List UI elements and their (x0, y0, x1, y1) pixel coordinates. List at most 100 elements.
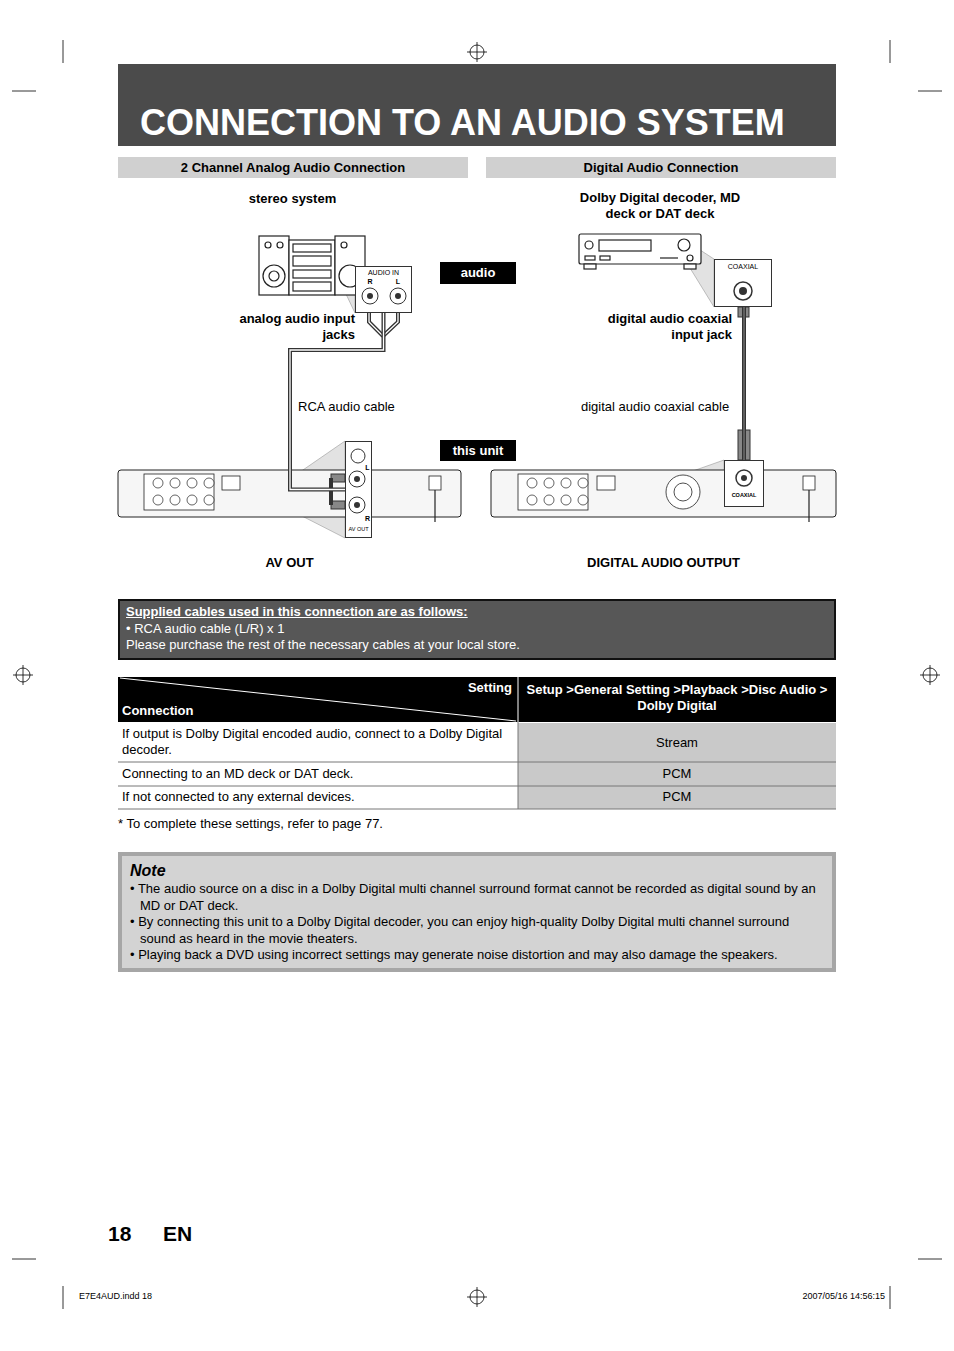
node-label: 2 Channel Analog Audio Connection (118, 160, 468, 176)
rear-panel-jacks (429, 476, 441, 490)
registration-marks (477, 42, 478, 62)
rear-panel-jacks (527, 495, 537, 505)
supplied-cables-box: Supplied cables used in this connection … (118, 599, 836, 660)
coaxial-inset: COAXIAL (724, 460, 764, 507)
jack-drawing (362, 288, 378, 304)
coaxial-inset: COAXIAL (714, 259, 772, 307)
jack-drawing (739, 287, 747, 295)
stereo-system-drawing (293, 270, 331, 278)
section-band: Digital Audio Connection (486, 157, 836, 178)
rear-panel-jacks (204, 478, 214, 488)
node-label: Digital Audio Connection (486, 160, 836, 176)
decoder-drawing (599, 240, 651, 251)
rear-panel-jacks (544, 478, 554, 488)
settings-table (118, 809, 836, 810)
rear-panel-jacks (578, 495, 588, 505)
table-cell: If output is Dolby Digital encoded audio… (122, 726, 514, 758)
page-title: CONNECTION TO AN AUDIO SYSTEM (140, 105, 785, 141)
box-text: • RCA audio cable (L/R) x 1 (126, 621, 828, 638)
table-header: Connection (122, 703, 322, 719)
jack-drawing (736, 470, 752, 486)
settings-table (118, 762, 836, 763)
table-header: Setting (412, 680, 512, 696)
rear-panel-jacks (578, 478, 588, 488)
rear-panel-jacks (803, 476, 815, 490)
jack-drawing (354, 502, 360, 508)
file-footer: E7E4AUD.indd 18 (79, 1291, 219, 1301)
registration-marks (477, 1287, 478, 1307)
box-heading: Note (130, 861, 824, 881)
node-label: L (364, 464, 371, 471)
cable-core (743, 307, 744, 460)
av-out-inset: L R AV OUT (345, 441, 372, 538)
crop-marks (12, 40, 942, 1309)
rear-panel-jacks (204, 495, 214, 505)
node-label: AUDIO IN (356, 269, 411, 276)
rear-panel-jacks (518, 474, 588, 510)
page-number: 18 (108, 1222, 148, 1246)
crop-marks (12, 1259, 36, 1260)
settings-table (118, 786, 836, 787)
registration-marks (930, 665, 931, 685)
rca-plug-split (369, 313, 383, 336)
footnote: * To complete these settings, refer to p… (118, 816, 618, 832)
settings-table (518, 723, 836, 809)
stereo-system-drawing (293, 282, 331, 291)
decoder-drawing (585, 241, 593, 249)
node-label: COAXIAL (715, 263, 771, 270)
unit-rear-panel: AV OUT (118, 470, 461, 570)
table-cell: Stream (518, 735, 836, 751)
crop-marks (63, 40, 64, 63)
decoder-drawing (660, 257, 678, 258)
node-label: AV OUT (346, 527, 371, 533)
decoder-drawing (600, 256, 610, 260)
node-label: R (364, 515, 371, 522)
unit-rear-panel: DIGITAL AUDIO OUTPUT (491, 470, 836, 570)
cable-connector (744, 307, 745, 460)
jack-drawing (741, 475, 747, 481)
rear-panel-jacks (674, 483, 692, 501)
power-cord (434, 490, 435, 522)
node-label: R (366, 278, 374, 285)
box-heading: Supplied cables used in this connection … (126, 604, 828, 621)
tag-box: audio (440, 262, 516, 284)
rca-plug-split-core (369, 313, 383, 336)
rear-panel-jacks (144, 474, 214, 510)
table-cell: If not connected to any external devices… (122, 789, 514, 805)
crop-marks (918, 91, 942, 92)
jack-drawing (390, 288, 406, 304)
crop-marks (12, 91, 36, 92)
jack-drawing (354, 476, 360, 482)
stereo-system-drawing (263, 265, 285, 287)
rear-panel-jacks (187, 478, 197, 488)
decoder-drawing (579, 234, 701, 264)
rear-panel-jacks (144, 474, 815, 510)
jack-drawing (725, 461, 765, 508)
stereo-system-drawing (265, 242, 271, 248)
callout-label: digital audio coaxial input jack (597, 311, 732, 343)
table-cell: PCM (518, 766, 836, 782)
power-cord (808, 490, 809, 522)
rear-panel-jacks (187, 495, 197, 505)
section-band: 2 Channel Analog Audio Connection (118, 157, 468, 178)
node-label: this unit (440, 443, 516, 459)
box-text: • The audio source on a disc in a Dolby … (130, 881, 824, 914)
node-label: stereo system (200, 191, 385, 207)
cable-label: RCA audio cable (296, 399, 397, 414)
av-out-plugs (331, 474, 345, 482)
jack-drawing (395, 293, 401, 299)
node-label: Dolby Digital decoder, MD deck or DAT de… (575, 190, 745, 222)
node-label: L (394, 278, 402, 285)
note-box: Note• The audio source on a disc in a Do… (118, 852, 836, 972)
decoder-drawing (584, 264, 596, 269)
settings-table (518, 722, 519, 809)
tag-box: this unit (440, 440, 516, 461)
cable-label: digital audio coaxial cable (579, 399, 731, 414)
stereo-system-drawing (293, 256, 331, 266)
settings-table (118, 677, 836, 722)
stereo-system-drawing (269, 271, 279, 281)
jack-drawing (734, 282, 752, 300)
node-label: DIGITAL AUDIO OUTPUT (491, 555, 836, 571)
